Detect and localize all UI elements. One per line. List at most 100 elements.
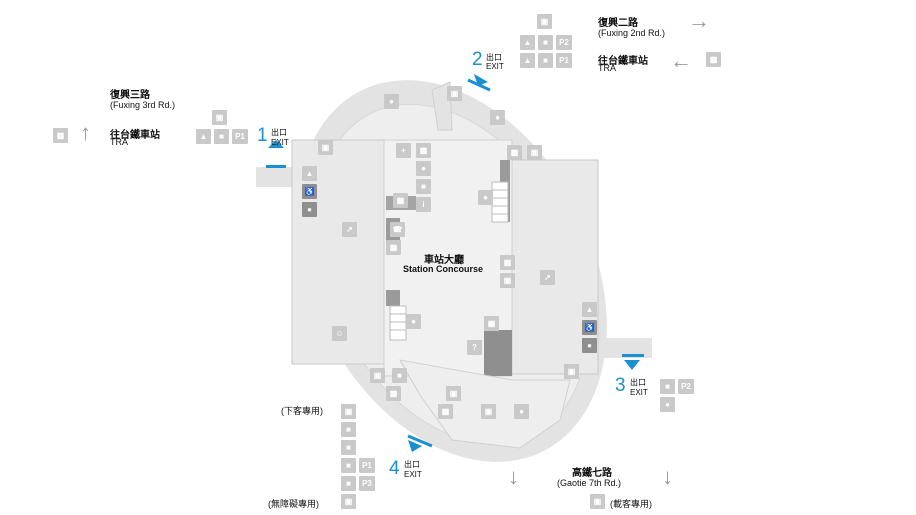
car-icon: ▣ [212,110,227,125]
accessible-label: (無障礙專用) [268,499,319,509]
tra-right-label-zh: 往台鐵車站 [598,56,648,67]
exit4-arrow [408,440,422,452]
atm-icon: ▣ [500,273,515,288]
scooter-icon: ▲ [520,53,535,68]
exit1-arrow [268,140,284,148]
car-icon: ■ [341,422,356,437]
atm-icon: ▣ [370,368,385,383]
exit2-number: 2 [472,49,483,70]
food-icon: ● [514,404,529,419]
dropoff-label: (下客專用) [281,406,323,416]
tram-icon: ▩ [416,143,431,158]
parking-icon: P1 [556,53,572,68]
exit2-en: EXIT [486,62,504,71]
escalator-icon: ▲ [302,166,317,181]
atm-icon: ▣ [447,86,462,101]
exit4-number: 4 [389,458,400,479]
fuxing3-label-en: (Fuxing 3rd Rd.) [110,100,176,110]
car-icon: ■ [392,368,407,383]
atm-icon: ▣ [481,404,496,419]
exit1-number: 1 [257,125,268,146]
core-dark-2 [386,290,400,306]
scooter-icon: ▲ [520,35,535,50]
food-icon: ● [490,110,505,125]
core-dark-4 [484,330,512,376]
tra-left-label-en: TRA [110,137,128,147]
car-icon: ■ [341,458,356,473]
scooter-icon: ▲ [196,129,211,144]
gaotie-label-en: (Gaotie 7th Rd.) [557,478,622,488]
arrow-down-icon: ↓ [662,464,673,489]
escalator-icon: ↗ [540,270,555,285]
escalator-strip-bottom [389,305,407,341]
car-icon: ▣ [590,494,605,509]
car-icon: ▣ [537,14,552,29]
exit3-zh: 出口 [630,378,646,387]
atm-icon: ▣ [446,386,461,401]
car-icon: ▣ [341,494,356,509]
gaotie-label-zh: 高鐵七路 [572,468,612,479]
arrow-down-icon: ↓ [508,464,519,489]
phone-icon: ☎ [390,222,405,237]
parking-icon: P2 [556,35,572,50]
ticket-gate-icon: ▦ [386,240,401,255]
tram-icon: ▩ [438,404,453,419]
arrow-up-icon: ↑ [80,120,91,145]
escalator-icon: ↗ [342,222,357,237]
concourse-title-zh: 車站大廳 [424,255,464,266]
elevator-icon: ▣ [318,140,333,155]
info-icon: i [416,197,431,212]
ticket-gate-icon: ▦ [484,316,499,331]
exit1-en: EXIT [271,138,289,147]
bicycle-icon: ● [660,397,675,412]
escalator-strip-top [491,181,509,223]
tram-icon: ▩ [53,128,68,143]
car-icon: ■ [416,179,431,194]
help-icon: ? [467,340,482,355]
exit4-marker [407,434,433,448]
atm-icon: ▣ [527,145,542,160]
car-icon: ■ [214,129,229,144]
exit4-zh: 出口 [404,460,420,469]
exit2-zh: 出口 [486,53,502,62]
arrow-left-icon: ← [670,48,692,73]
parking-icon: P3 [359,476,375,491]
exit1-zh: 出口 [271,128,287,137]
tram-icon: ▩ [706,52,721,67]
restroom-icon: ● [582,338,597,353]
pickup-label: (載客專用) [610,499,652,509]
car-icon: ■ [341,440,356,455]
exit3-arrow [624,360,640,370]
car-icon: ■ [538,35,553,50]
escalator-icon: ▲ [582,302,597,317]
exit4-en: EXIT [404,470,422,479]
parking-icon: P2 [678,379,694,394]
food-icon: ● [416,161,431,176]
first-aid-icon: + [396,143,411,158]
elevator-icon: ▣ [564,364,579,379]
arrow-right-icon: → [688,8,710,33]
exit2-arrow [474,74,488,86]
parking-icon: P1 [232,129,248,144]
exit3-number: 3 [615,375,626,396]
concourse-title-en: Station Concourse [403,264,484,274]
car-icon: ▣ [341,404,356,419]
ticket-gate-icon: ▦ [393,193,408,208]
food-icon: ● [384,94,399,109]
restroom-icon: ● [406,314,421,329]
exit3-corridor [600,338,652,358]
tra-left-label-zh: 往台鐵車站 [110,130,160,141]
help-icon: ☺ [332,326,347,341]
fuxing3-label-zh: 復興三路 [110,90,150,101]
car-icon: ■ [538,53,553,68]
fuxing2-label-zh: 復興二路 [598,18,638,29]
tram-icon: ▩ [386,386,401,401]
fuxing2-label-en: (Fuxing 2nd Rd.) [598,28,666,38]
tram-icon: ▩ [507,145,522,160]
exit3-marker [622,354,644,357]
exit1-marker [266,165,286,168]
tra-right-label-en: TRA [598,63,616,73]
car-icon: ■ [341,476,356,491]
car-icon: ■ [660,379,675,394]
